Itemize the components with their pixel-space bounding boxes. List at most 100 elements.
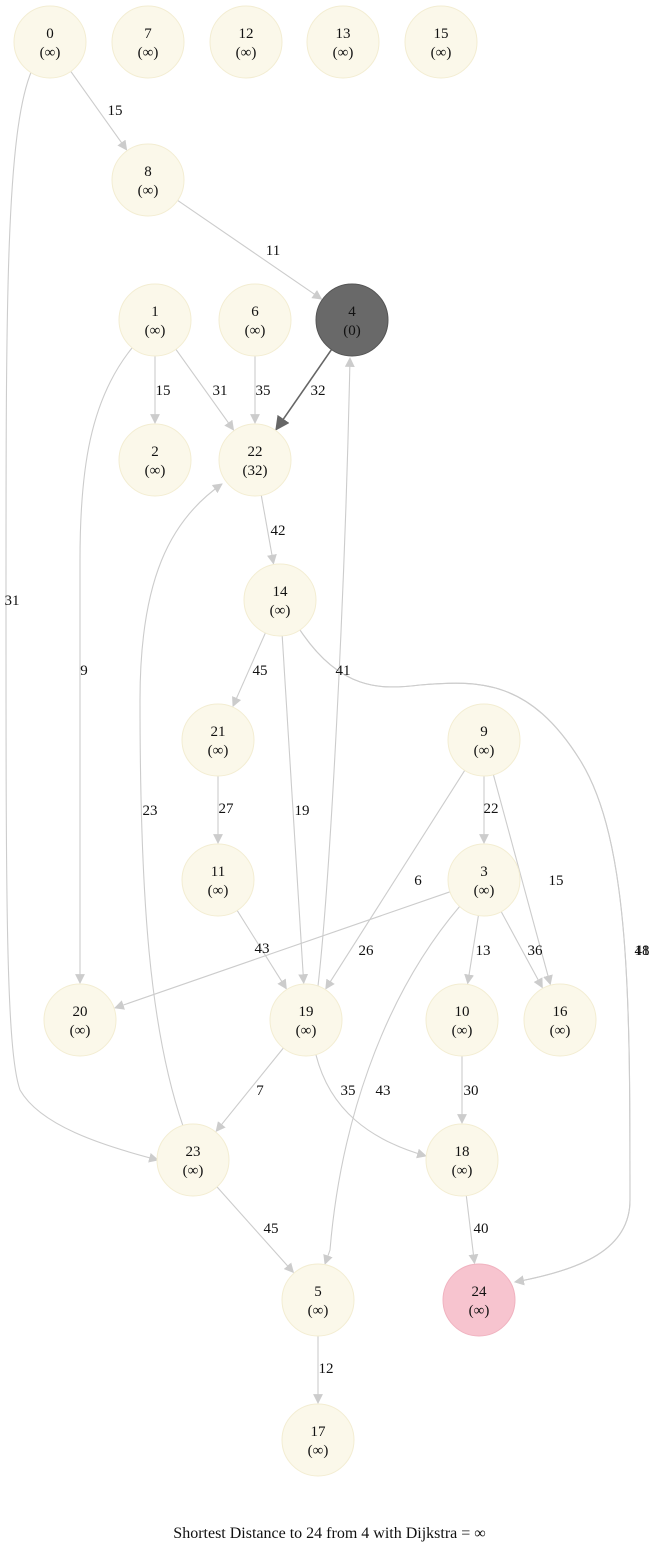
edge-weight-19-to-18: 35	[341, 1083, 356, 1099]
edge-weight-1-to-20: 9	[80, 663, 88, 679]
node-8: 8(∞)	[111, 143, 185, 217]
node-21-circle	[181, 703, 255, 777]
node-14-distance: (∞)	[270, 603, 291, 619]
node-24: 24(∞)	[442, 1263, 516, 1337]
node-23-distance: (∞)	[183, 1163, 204, 1179]
node-19: 19 (∞)	[269, 983, 343, 1057]
node-7: 7(∞)	[111, 5, 185, 79]
edge-weight-3-to-10: 13	[476, 943, 491, 959]
edge-23-to-22	[139, 483, 223, 1127]
node-0-distance: (∞)	[40, 45, 61, 61]
node-15-id: 15	[434, 26, 449, 42]
node-7-circle	[111, 5, 185, 79]
edge-3-to-20	[114, 891, 451, 1010]
nodes-layer: 0(∞)7(∞)12(∞)13(∞)15(∞)8(∞)1(∞)6(∞)4(0)2…	[13, 5, 597, 1477]
result-caption: Shortest Distance to 24 from 4 with Dijk…	[173, 1525, 486, 1542]
edge-weight-19-to-23: 7	[256, 1083, 264, 1099]
edge-weight-3-to-20: 26	[359, 943, 375, 959]
node-2-distance: (∞)	[145, 463, 166, 479]
node-4-circle	[315, 283, 389, 357]
node-23-id: 23	[186, 1144, 201, 1160]
edge-weight-14-to-19: 19	[295, 803, 310, 819]
node-11-distance: (∞)	[208, 883, 229, 899]
node-8-circle	[111, 143, 185, 217]
edge-weight-14-to-21: 45	[253, 663, 268, 679]
node-9-distance: (∞)	[474, 743, 495, 759]
node-16-distance: (∞)	[550, 1023, 571, 1039]
node-10: 10 (∞)	[425, 983, 499, 1057]
node-14: 14 (∞)	[243, 563, 317, 637]
node-2-circle	[118, 423, 192, 497]
edge-weight-0-to-23: 31	[5, 593, 20, 609]
edges-layer	[5, 69, 631, 1404]
node-19-id: 19	[299, 1004, 314, 1020]
node-2-id: 2	[151, 444, 159, 460]
node-9-id: 9	[480, 724, 488, 740]
edge-3-to-10	[464, 915, 479, 985]
node-12-circle	[209, 5, 283, 79]
node-5-id: 5	[314, 1284, 322, 1300]
node-19-distance: (∞)	[296, 1023, 317, 1039]
node-6-distance: (∞)	[245, 323, 266, 339]
node-22-distance: (32)	[243, 463, 268, 479]
edge-weight-0-to-8: 15	[108, 103, 123, 119]
edge-weight-14-to-24: 18	[635, 943, 650, 959]
edge-3-to-5	[323, 905, 461, 1265]
edge-weight-14-to-24: 41	[635, 943, 650, 959]
node-6-id: 6	[251, 304, 259, 320]
node-24-circle	[442, 1263, 516, 1337]
edge-weight-8-to-4: 11	[266, 243, 280, 259]
node-16-id: 16	[553, 1004, 569, 1020]
node-1: 1(∞)	[118, 283, 192, 357]
edge-weight-3-to-16: 36	[528, 943, 544, 959]
node-3-circle	[447, 843, 521, 917]
edge-weight-23-to-22: 23	[143, 803, 158, 819]
node-16: 16 (∞)	[523, 983, 597, 1057]
node-22: 22 (32)	[218, 423, 292, 497]
node-12: 12(∞)	[209, 5, 283, 79]
node-17-circle	[281, 1403, 355, 1477]
edge-9-to-16	[492, 774, 553, 986]
edge-8-to-4	[177, 199, 323, 300]
edge-1-to-20	[75, 347, 133, 984]
node-6: 6 (∞)	[218, 283, 292, 357]
node-10-distance: (∞)	[452, 1023, 473, 1039]
edge-11-to-19	[236, 910, 287, 990]
node-1-circle	[118, 283, 192, 357]
edge-0-to-8	[70, 71, 128, 151]
edge-22-to-14	[260, 495, 277, 565]
node-2: 2 (∞)	[118, 423, 192, 497]
node-3-distance: (∞)	[474, 883, 495, 899]
edge-23-to-5	[216, 1186, 295, 1274]
node-22-id: 22	[248, 444, 263, 460]
node-23-circle	[156, 1123, 230, 1197]
edge-14-to-21	[232, 632, 266, 708]
node-22-circle	[218, 423, 292, 497]
node-24-distance: (∞)	[469, 1303, 490, 1319]
edge-14-to-19	[281, 635, 309, 985]
node-5: 5(∞)	[281, 1263, 355, 1337]
node-17-id: 17	[311, 1424, 327, 1440]
edge-4-to-22	[275, 349, 333, 431]
node-12-id: 12	[239, 26, 254, 42]
edge-9-to-19	[325, 770, 466, 990]
node-14-id: 14	[273, 584, 289, 600]
edge-weight-22-to-14: 42	[271, 523, 286, 539]
node-23: 23 (∞)	[156, 1123, 230, 1197]
node-9: 9 (∞)	[447, 703, 521, 777]
node-13-distance: (∞)	[333, 45, 354, 61]
edge-19-to-4	[317, 357, 355, 987]
node-0-id: 0	[46, 26, 54, 42]
node-19-circle	[269, 983, 343, 1057]
node-13-circle	[306, 5, 380, 79]
node-10-circle	[425, 983, 499, 1057]
node-15-distance: (∞)	[431, 45, 452, 61]
node-0-circle	[13, 5, 87, 79]
node-0: 0 (∞)	[13, 5, 87, 79]
node-7-distance: (∞)	[138, 45, 159, 61]
node-10-id: 10	[455, 1004, 470, 1020]
node-8-id: 8	[144, 164, 152, 180]
